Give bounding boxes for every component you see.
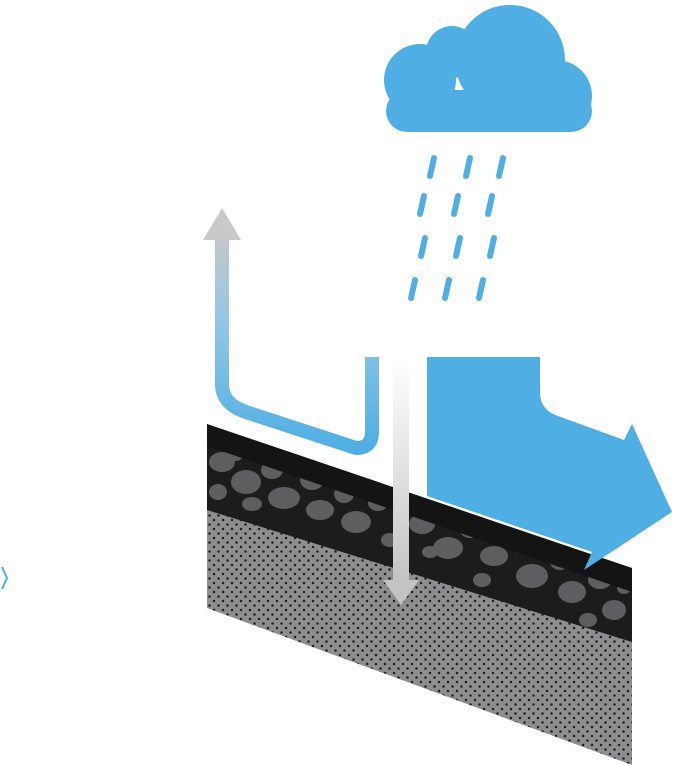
raindrop-icon	[496, 155, 506, 179]
evaporation-arrow	[215, 230, 379, 455]
raindrop-icon	[427, 155, 437, 179]
runoff-arrow	[427, 357, 672, 570]
soil-layer	[207, 508, 632, 765]
raindrop-icon	[451, 193, 461, 217]
arrow-down-icon	[383, 580, 419, 605]
raindrop-icon	[417, 193, 427, 217]
raindrop-icon	[453, 235, 463, 259]
raindrop-icon	[463, 155, 473, 179]
raindrop-icon	[442, 277, 452, 301]
raindrop-icon	[408, 277, 418, 301]
rain-drops	[408, 155, 506, 301]
cloud-icon	[384, 5, 592, 132]
raindrop-icon	[485, 193, 495, 217]
asphalt-layer	[207, 424, 632, 592]
raindrop-icon	[418, 235, 428, 259]
infiltration-arrow	[393, 357, 409, 582]
raindrop-icon	[476, 277, 486, 301]
arrow-up-icon	[203, 208, 241, 240]
edge-mark	[1, 566, 9, 590]
raindrop-icon	[487, 235, 497, 259]
